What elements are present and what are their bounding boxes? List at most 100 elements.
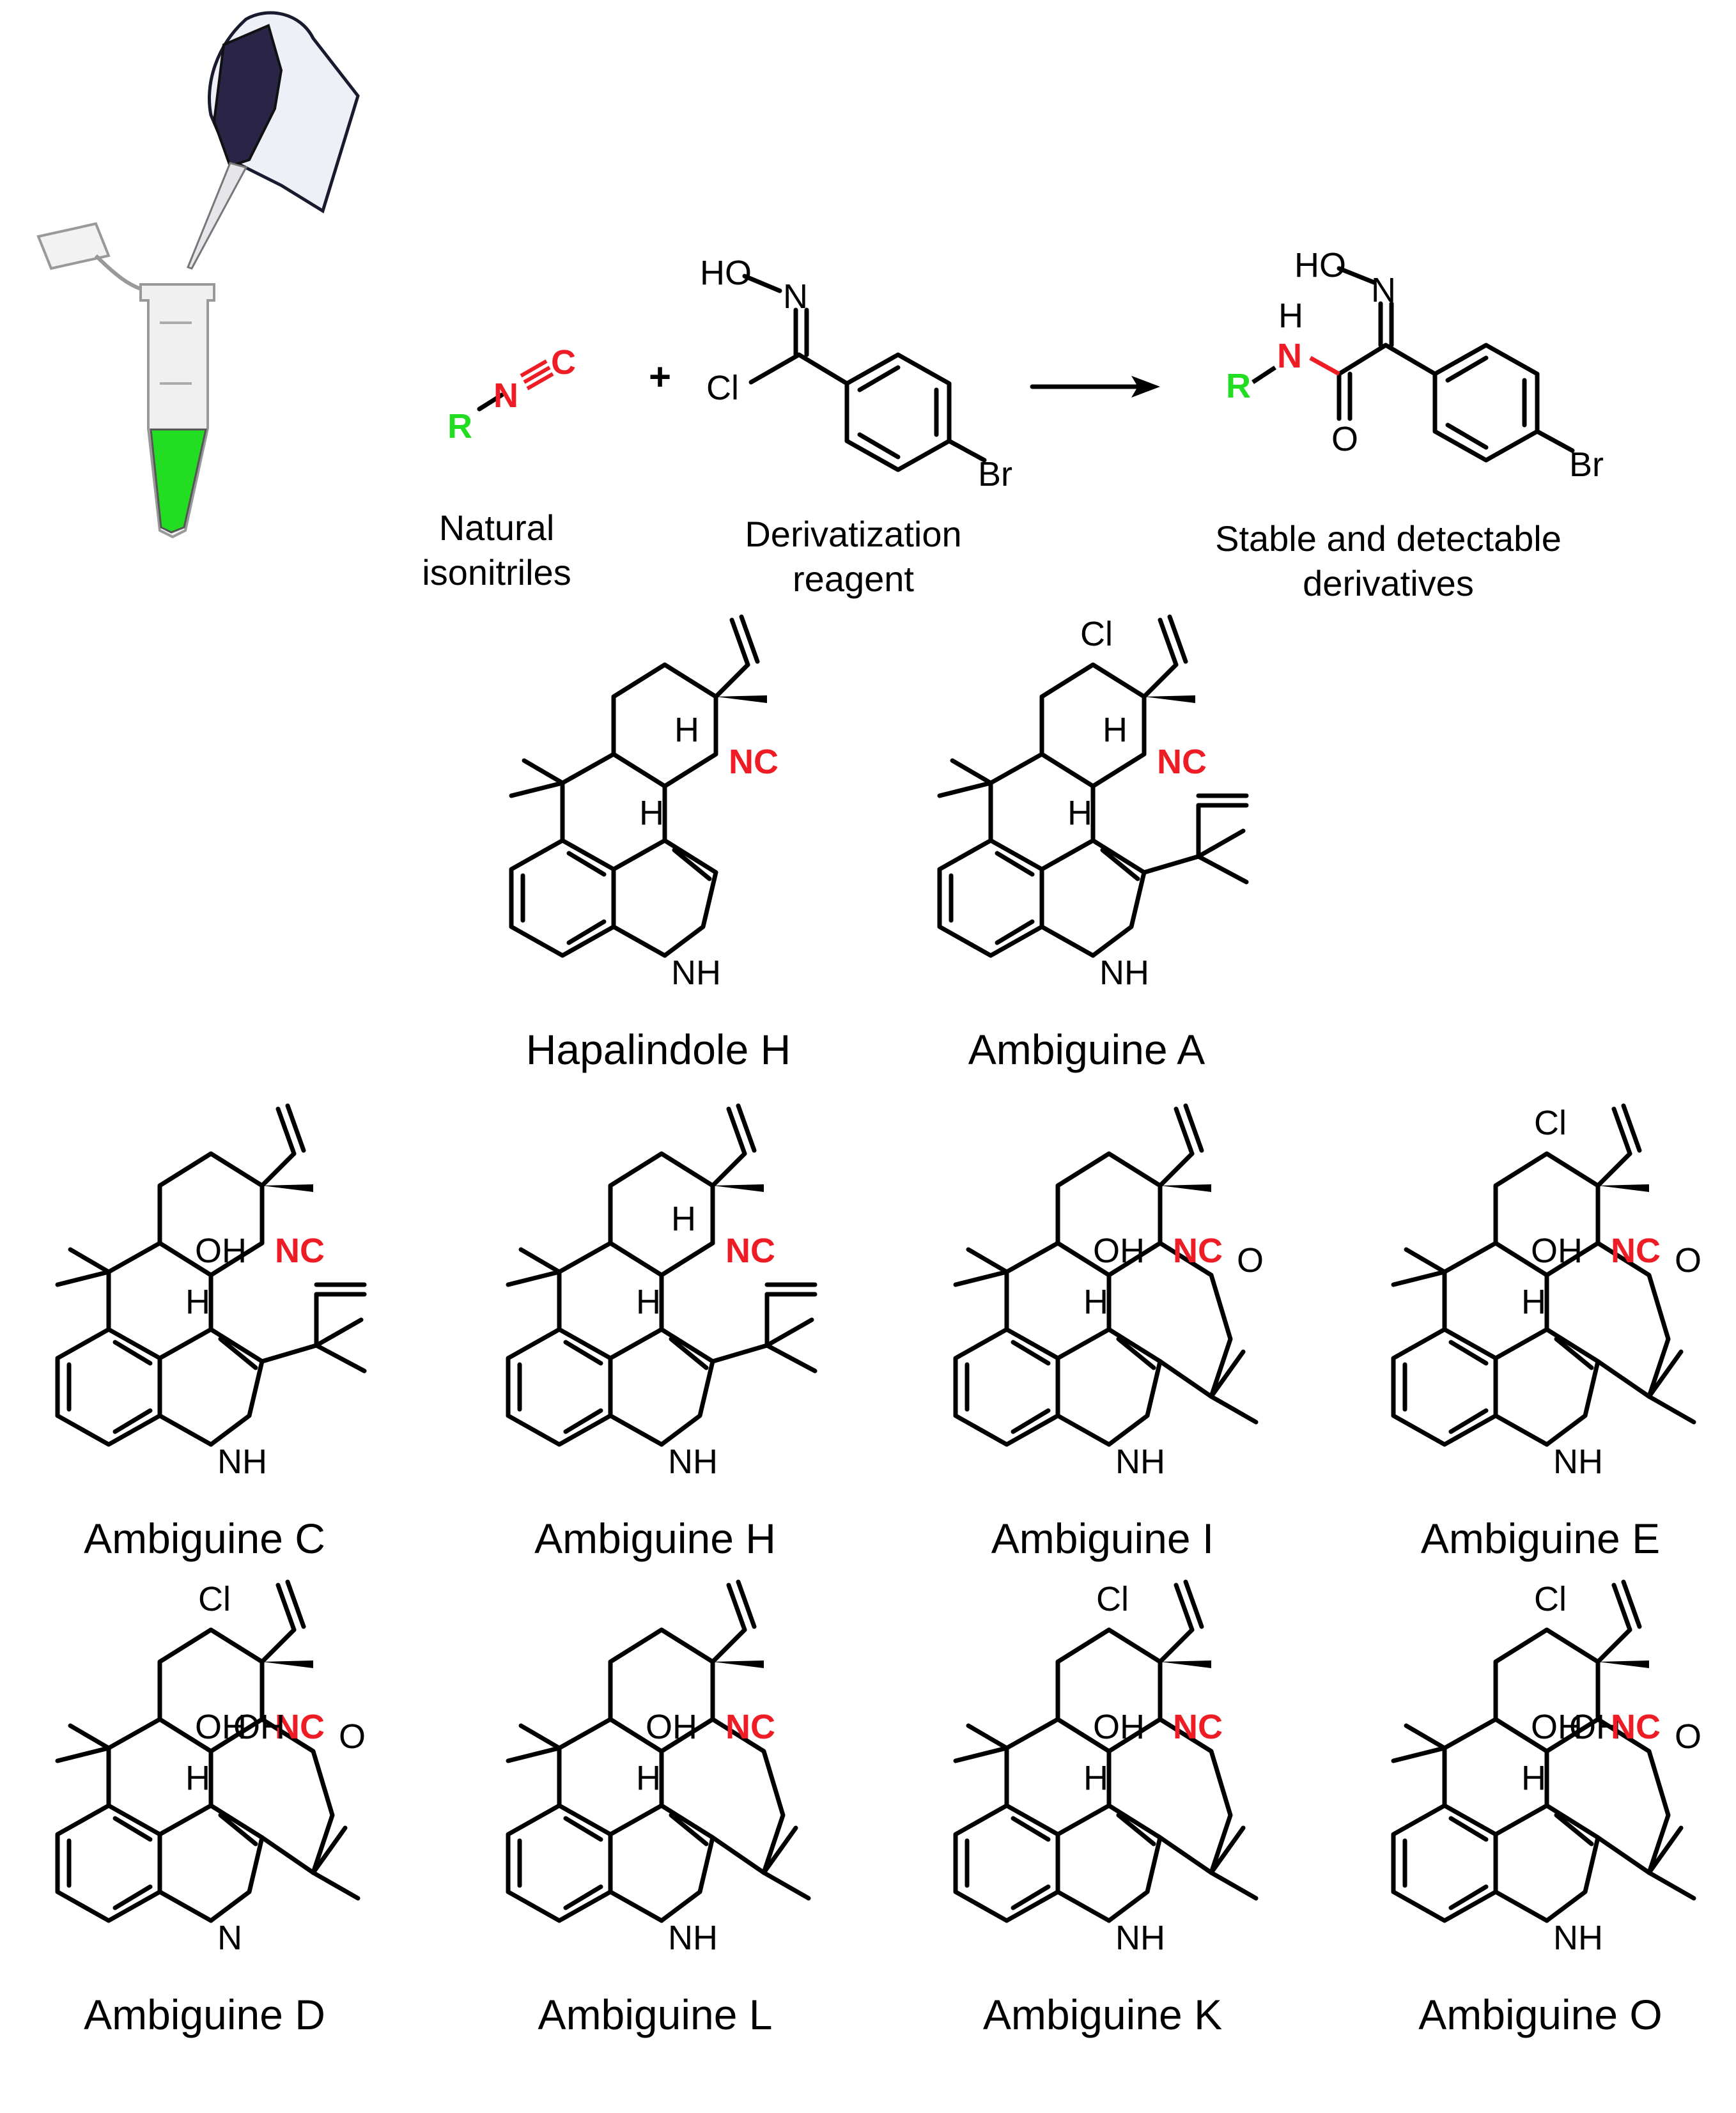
isonitrile-c-label: C bbox=[551, 343, 576, 382]
product-oxime-n-label: N bbox=[1371, 271, 1396, 309]
compound-name: Ambiguine O bbox=[1418, 1991, 1662, 2038]
pipette-tip-icon bbox=[187, 162, 248, 270]
atom-label: H bbox=[671, 1200, 696, 1238]
reagent-ho-label: HO bbox=[700, 254, 752, 292]
atom-label: Cl bbox=[1080, 615, 1113, 653]
nc-label: NC bbox=[725, 1708, 775, 1746]
caption-products-2: derivatives bbox=[1303, 563, 1474, 603]
atom-label: O bbox=[1675, 1717, 1701, 1756]
caption-isonitriles-1: Natural bbox=[439, 507, 555, 548]
product-o-label: O bbox=[1331, 420, 1358, 458]
nc-label: NC bbox=[1173, 1232, 1223, 1270]
nc-label: NC bbox=[1611, 1708, 1661, 1746]
atom-label: H bbox=[636, 1283, 661, 1321]
reagent-br-label: Br bbox=[978, 455, 1012, 493]
atom-label: Cl bbox=[1096, 1580, 1129, 1618]
reagent-n-label: N bbox=[783, 277, 808, 316]
atom-label: NH bbox=[1099, 954, 1149, 992]
atom-label: H bbox=[1083, 1759, 1108, 1797]
isonitrile-n-label: N bbox=[493, 376, 518, 415]
tube-illustration bbox=[36, 11, 360, 539]
atom-label: NH bbox=[1553, 1919, 1603, 1957]
atom-label: NH bbox=[1115, 1443, 1165, 1481]
product-r-label: R bbox=[1226, 367, 1251, 405]
isonitrile-structure: R N C bbox=[447, 343, 576, 445]
atom-label: NH bbox=[217, 1443, 267, 1481]
product-structure: HO N H N R O Br bbox=[1226, 246, 1604, 484]
atom-label: H bbox=[1521, 1283, 1546, 1321]
compound-name: Ambiguine D bbox=[84, 1991, 325, 2038]
atom-label: OH bbox=[1531, 1708, 1583, 1746]
atom-label: H bbox=[185, 1759, 210, 1797]
product-br-label: Br bbox=[1569, 445, 1604, 484]
compound-name: Ambiguine K bbox=[983, 1991, 1222, 2038]
compound-name: Ambiguine A bbox=[968, 1026, 1205, 1073]
atom-label: NH bbox=[668, 1443, 718, 1481]
caption-isonitriles-2: isonitriles bbox=[422, 552, 571, 592]
nc-label: NC bbox=[275, 1708, 325, 1746]
reaction-scheme: R N C + HO N Cl Br bbox=[422, 246, 1604, 603]
atom-label: Cl bbox=[1534, 1580, 1567, 1618]
compound-name: Ambiguine H bbox=[534, 1515, 776, 1562]
atom-label: H bbox=[636, 1759, 661, 1797]
reaction-arrow bbox=[1030, 376, 1160, 398]
atom-label: H bbox=[1103, 711, 1128, 749]
atom-label: H bbox=[1083, 1283, 1108, 1321]
compound-structure: OH H NC NH Ambiguine C bbox=[55, 1103, 367, 1562]
atom-label: O bbox=[1675, 1241, 1701, 1280]
atom-label: NH bbox=[668, 1919, 718, 1957]
atom-label: NH bbox=[1553, 1443, 1603, 1481]
atom-label: NH bbox=[671, 954, 721, 992]
atom-label: NH bbox=[1115, 1919, 1165, 1957]
atom-label: H bbox=[639, 794, 664, 832]
nc-label: NC bbox=[1157, 743, 1207, 781]
atom-label: N bbox=[217, 1919, 242, 1957]
atom-label: Cl bbox=[1534, 1104, 1567, 1142]
atom-label: O bbox=[339, 1717, 366, 1756]
atom-label: OH bbox=[195, 1708, 247, 1746]
product-h-label: H bbox=[1278, 297, 1303, 335]
nc-label: NC bbox=[725, 1232, 775, 1270]
pipette-icon bbox=[212, 24, 283, 168]
nc-label: NC bbox=[275, 1232, 325, 1270]
nc-label: NC bbox=[729, 743, 779, 781]
atom-label: OH bbox=[1093, 1232, 1145, 1270]
compound-name: Ambiguine C bbox=[84, 1515, 325, 1562]
atom-label: H bbox=[185, 1283, 210, 1321]
compound-name: Hapalindole H bbox=[526, 1026, 791, 1073]
caption-products-1: Stable and detectable bbox=[1215, 518, 1562, 559]
product-ho-label: HO bbox=[1294, 246, 1346, 284]
atom-label: OH bbox=[1093, 1708, 1145, 1746]
r-label: R bbox=[447, 407, 472, 445]
compound-structure: H H NC NH Ambiguine H bbox=[506, 1103, 818, 1562]
caption-reagent-1: Derivatization bbox=[745, 514, 961, 554]
atom-label: Cl bbox=[198, 1580, 231, 1618]
atom-label: OH bbox=[1569, 1708, 1621, 1746]
compound-structure: OH H NC O NH Ambiguine I bbox=[953, 1103, 1264, 1562]
atom-label: OH bbox=[233, 1708, 285, 1746]
atom-label: H bbox=[1521, 1759, 1546, 1797]
compound-structure: H H NC NH Hapalindole H bbox=[509, 614, 791, 1073]
plus-sign: + bbox=[649, 355, 671, 398]
nc-label: NC bbox=[1173, 1708, 1223, 1746]
atom-label: H bbox=[1067, 794, 1092, 832]
atom-label: H bbox=[674, 711, 699, 749]
compound-structure: ClH H NC NH Ambiguine A bbox=[937, 614, 1249, 1073]
atom-label: OH bbox=[646, 1708, 697, 1746]
atom-label: OH bbox=[1531, 1232, 1583, 1270]
product-n-label: N bbox=[1277, 337, 1302, 375]
reagent-structure: HO N Cl Br bbox=[700, 254, 1012, 493]
compound-name: Ambiguine E bbox=[1421, 1515, 1660, 1562]
compound-name: Ambiguine I bbox=[991, 1515, 1214, 1562]
atom-label: O bbox=[1237, 1241, 1264, 1280]
nc-label: NC bbox=[1611, 1232, 1661, 1270]
tube-liquid bbox=[150, 428, 207, 534]
atom-label: OH bbox=[195, 1232, 247, 1270]
reagent-cl-label: Cl bbox=[706, 369, 739, 407]
